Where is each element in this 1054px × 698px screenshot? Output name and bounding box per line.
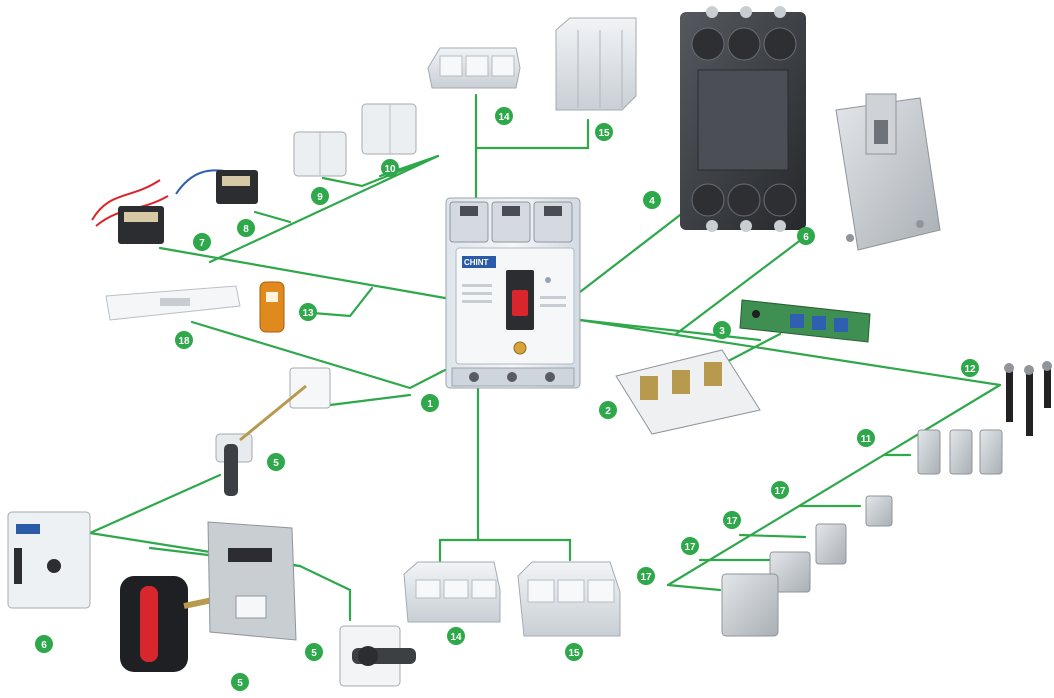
cable-connector-icon: [721, 495, 893, 637]
badge-17-b: 17: [723, 511, 741, 529]
badge-6-motor: 6: [35, 635, 53, 653]
svg-text:14: 14: [450, 632, 462, 643]
svg-text:9: 9: [317, 192, 323, 203]
door-rotary-handle-icon: [339, 625, 416, 687]
badge-14-top: 14: [495, 107, 513, 125]
shunt-release-icon: [91, 179, 169, 244]
undervoltage-release-icon: [175, 169, 258, 204]
badge-7: 7: [193, 233, 211, 251]
badge-17-c: 17: [681, 537, 699, 555]
badge-3: 3: [713, 321, 731, 339]
svg-text:4: 4: [649, 196, 655, 207]
badge-8: 8: [237, 219, 255, 237]
svg-text:7: 7: [199, 238, 205, 249]
badge-18: 18: [175, 331, 193, 349]
badge-12: 12: [961, 359, 979, 377]
badge-5-panel: 5: [231, 673, 249, 691]
breaker-brand-label: CHINT: [464, 258, 489, 267]
long-terminal-cover-icon: [555, 17, 637, 111]
extended-rotary-handle-icon: [120, 521, 297, 672]
plug-in-base-icon: [615, 349, 761, 435]
svg-text:2: 2: [605, 406, 611, 417]
terminal-rods-icon: [1004, 361, 1052, 436]
badge-15-bottom: 15: [565, 643, 583, 661]
badge-9: 9: [311, 187, 329, 205]
padlock-device-icon: [259, 281, 285, 333]
svg-text:8: 8: [243, 224, 249, 235]
short-terminal-cover-icon: [427, 47, 521, 89]
extension-shaft-icon: [239, 367, 331, 442]
terminal-plates-icon: [917, 429, 1003, 475]
connector-lines: [88, 93, 1002, 622]
number-badges: 1 2 3 4 5 5 5 6 6 7 8 9 10 11 12 13 14 1…: [35, 107, 979, 691]
mounting-rail-icon: [105, 285, 241, 321]
din-rail-adapter-icon: [835, 93, 941, 251]
svg-text:6: 6: [41, 640, 47, 651]
rotary-handle-icon: [215, 433, 253, 496]
svg-text:3: 3: [719, 326, 725, 337]
main-circuit-breaker: CHINT: [445, 197, 581, 389]
badge-13: 13: [299, 303, 317, 321]
svg-text:14: 14: [498, 112, 510, 123]
alarm-contact-icon: [361, 103, 417, 155]
badge-5-shaft: 5: [267, 453, 285, 471]
svg-text:5: 5: [237, 678, 243, 689]
svg-text:6: 6: [803, 232, 809, 243]
badge-4: 4: [643, 191, 661, 209]
pcb-module-icon: [739, 299, 871, 343]
svg-text:5: 5: [311, 648, 317, 659]
badge-17-a: 17: [771, 481, 789, 499]
motor-operator-icon: [7, 511, 91, 609]
badge-11: 11: [857, 429, 875, 447]
badge-6-plate: 6: [797, 227, 815, 245]
badge-2: 2: [599, 401, 617, 419]
svg-text:13: 13: [302, 308, 314, 319]
svg-text:17: 17: [774, 486, 786, 497]
svg-text:17: 17: [726, 516, 738, 527]
svg-text:1: 1: [427, 399, 433, 410]
rear-connection-base-icon: [680, 6, 806, 232]
badge-14-bottom: 14: [447, 627, 465, 645]
long-terminal-cover-icon: [517, 561, 621, 637]
badge-1: 1: [421, 394, 439, 412]
svg-text:17: 17: [684, 542, 696, 553]
svg-text:10: 10: [384, 164, 396, 175]
badge-5-selector: 5: [305, 643, 323, 661]
svg-text:11: 11: [861, 434, 872, 445]
badge-10: 10: [381, 159, 399, 177]
badge-17-d: 17: [637, 567, 655, 585]
badge-15-top: 15: [595, 123, 613, 141]
svg-text:12: 12: [964, 364, 976, 375]
auxiliary-contact-icon: [293, 131, 347, 177]
svg-text:17: 17: [640, 572, 652, 583]
svg-text:15: 15: [598, 128, 610, 139]
short-terminal-cover-icon: [403, 561, 501, 623]
svg-text:18: 18: [178, 336, 190, 347]
svg-text:15: 15: [568, 648, 580, 659]
svg-text:5: 5: [273, 458, 279, 469]
